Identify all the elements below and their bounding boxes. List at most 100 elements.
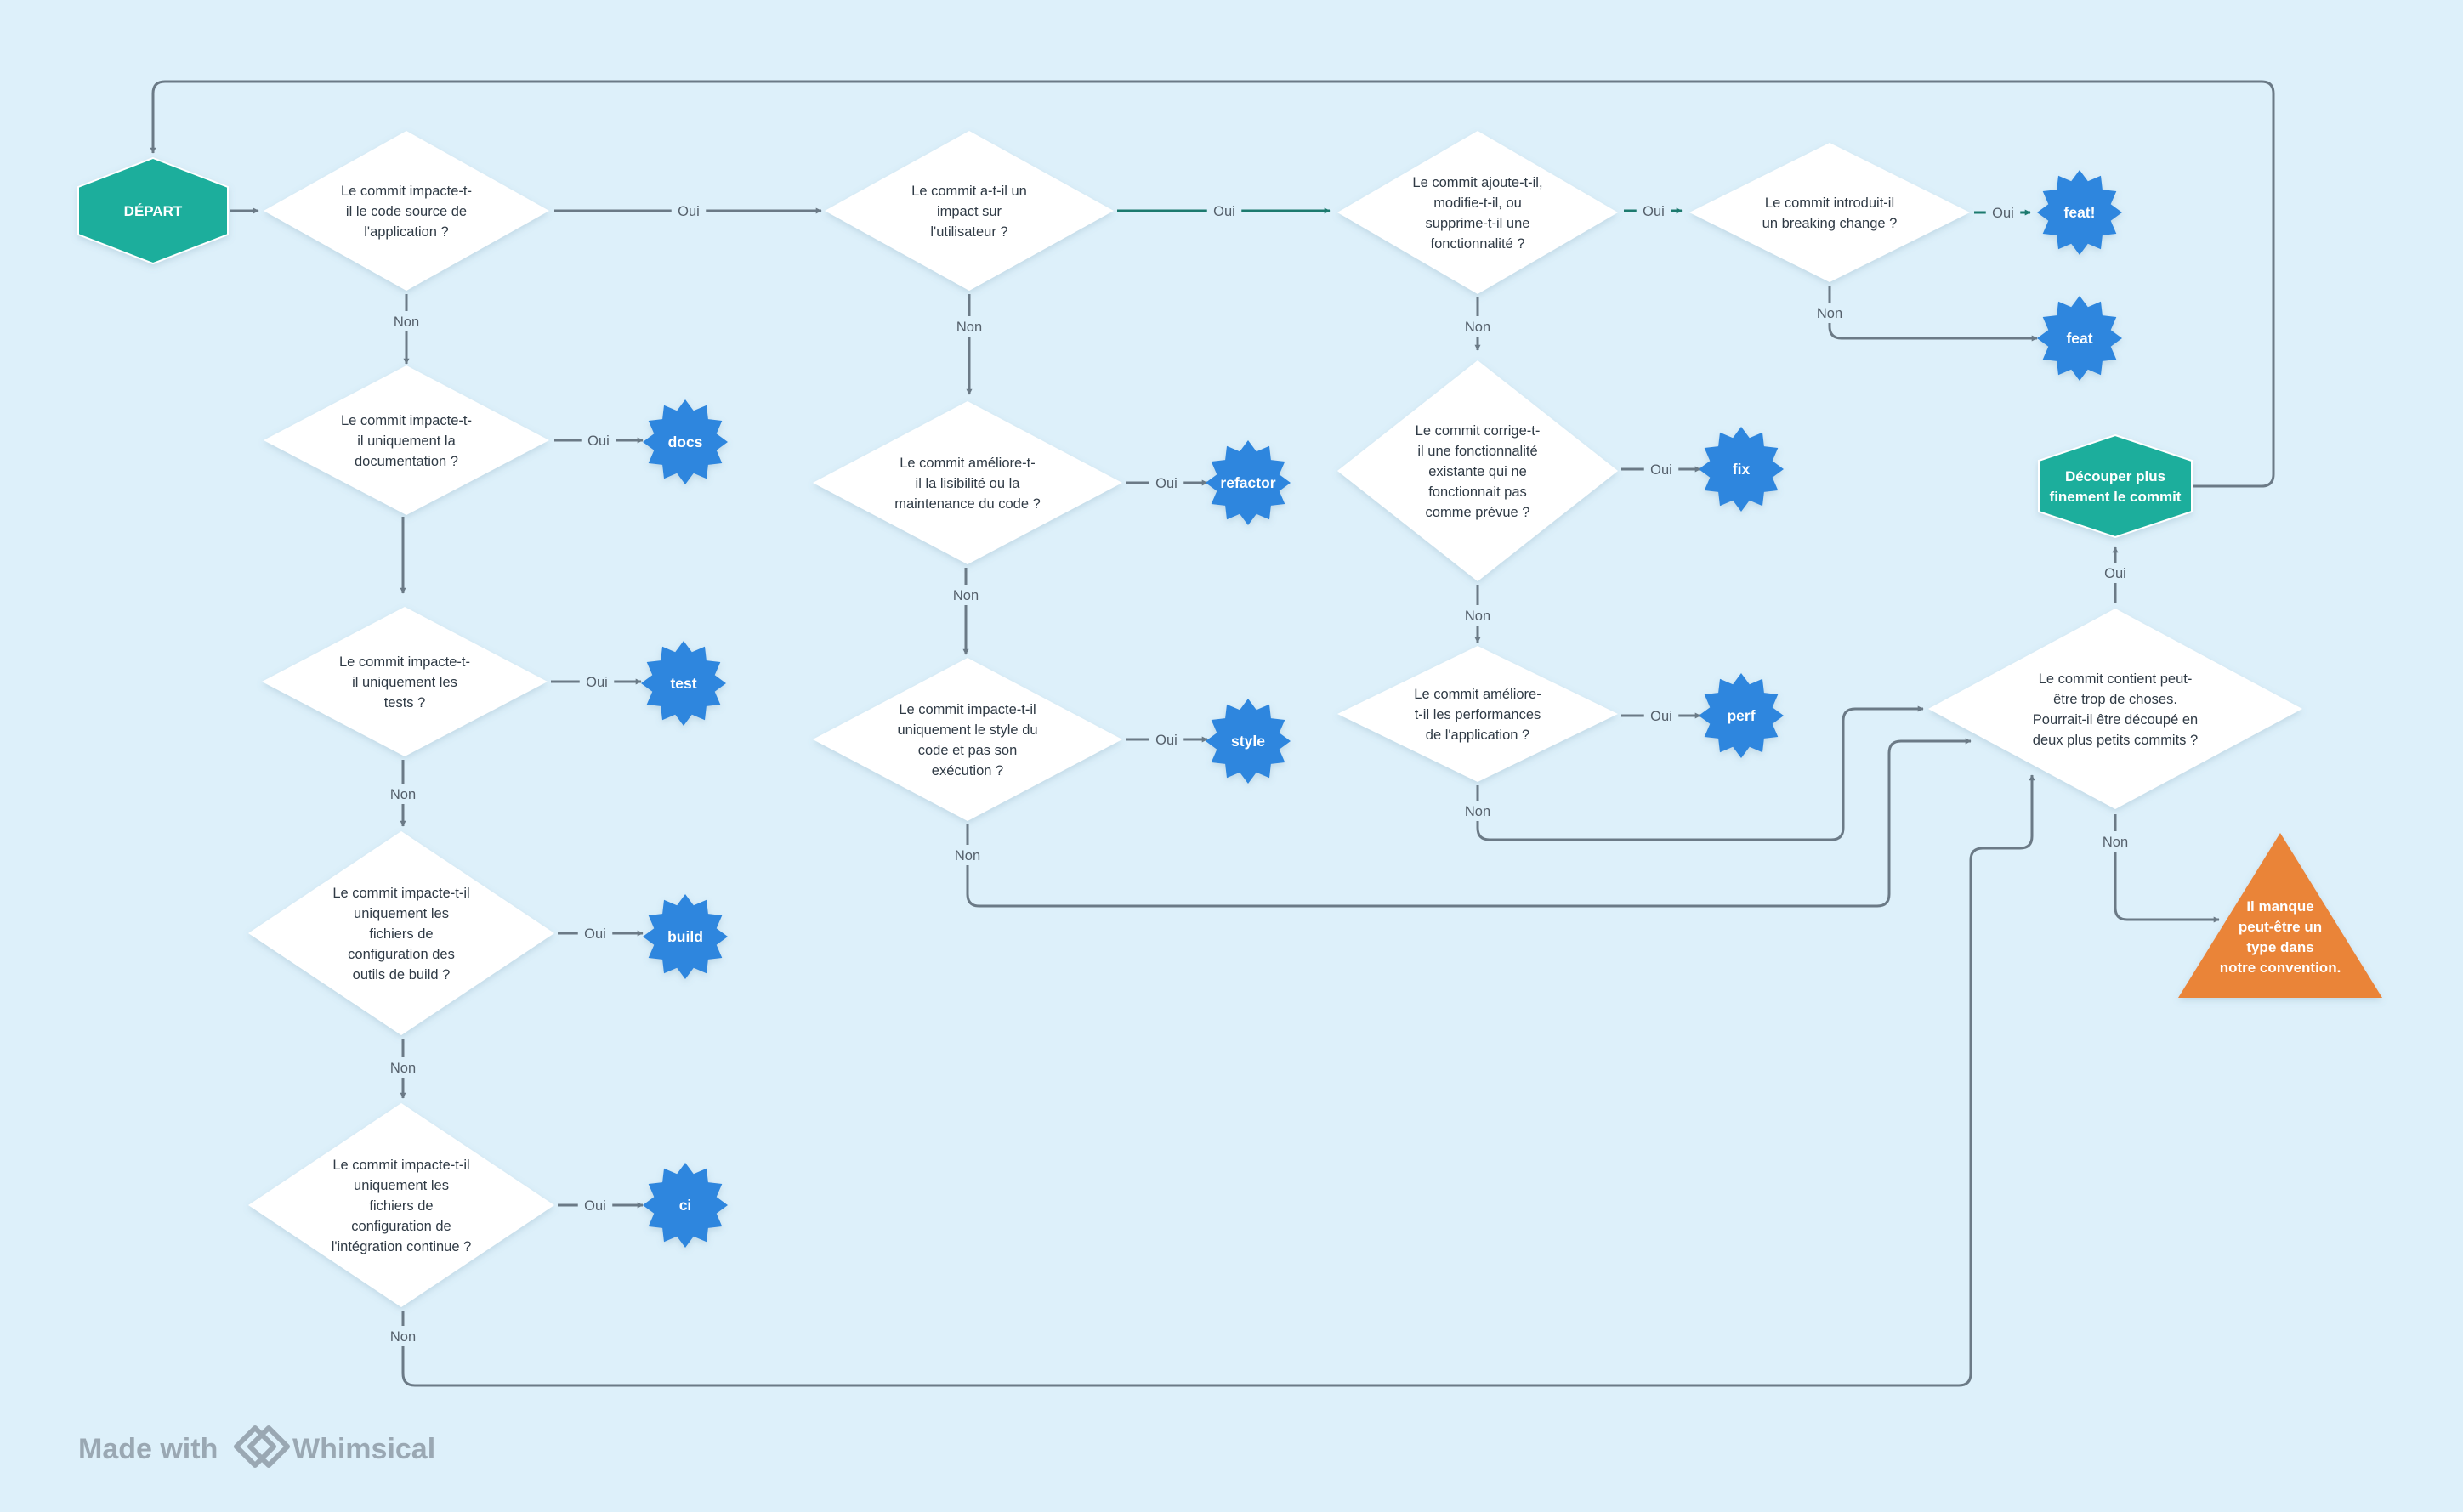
badge-shape bbox=[1699, 427, 1784, 512]
decision-fix[interactable]: Le commit corrige-t-il une fonctionnalit… bbox=[1337, 360, 1618, 581]
edge-label-bg bbox=[1643, 459, 1679, 479]
decision-source[interactable]: Le commit impacte-t-il le code source de… bbox=[264, 131, 549, 291]
badge-label: style bbox=[1231, 733, 1265, 750]
type-badge-fix[interactable]: fix bbox=[1699, 427, 1784, 512]
edge-label-bg bbox=[577, 923, 613, 943]
decision-text-line: uniquement les bbox=[354, 1178, 449, 1193]
edge-label-bg bbox=[1985, 202, 2021, 223]
badge-shape bbox=[643, 1163, 728, 1248]
edge-label-bg bbox=[1460, 801, 1495, 821]
decision-text-line: de l'application ? bbox=[1426, 728, 1529, 743]
edge-label-yes: Oui bbox=[1155, 733, 1178, 748]
edge-label-no: Non bbox=[956, 320, 982, 335]
edge-label-bg bbox=[671, 201, 707, 221]
edge-label-no: Non bbox=[2103, 835, 2128, 850]
decision-tests[interactable]: Le commit impacte-t-il uniquement les tes… bbox=[262, 607, 548, 756]
decision-text-line: être trop de choses. bbox=[2053, 692, 2177, 707]
connector-23 bbox=[1476, 705, 1924, 841]
decision-docs[interactable]: Le commit impacte-t-il uniquement la docu… bbox=[264, 365, 549, 515]
type-badge-test[interactable]: test bbox=[641, 641, 726, 726]
watermark-brand: Whimsical bbox=[292, 1433, 435, 1465]
badge-label: test bbox=[670, 675, 696, 692]
decision-shape bbox=[1337, 360, 1618, 581]
type-badge-style[interactable]: style bbox=[1206, 699, 1291, 784]
decision-text-line: deux plus petits commits ? bbox=[2033, 733, 2198, 748]
edge-label-bg bbox=[385, 1326, 421, 1346]
edge-label-bg bbox=[1812, 303, 1847, 323]
warning-label-line: type dans bbox=[2246, 939, 2313, 955]
edge-label-bg bbox=[2097, 831, 2133, 852]
nodes: DÉPART Le commit impacte-t-il le code sou… bbox=[77, 131, 2382, 1307]
decision-perf[interactable]: Le commit améliore-t-il les performances… bbox=[1337, 646, 1618, 782]
edge-label-no: Non bbox=[390, 1329, 416, 1345]
decision-text-line: code et pas son bbox=[918, 743, 1018, 758]
edge-label-no: Non bbox=[390, 787, 416, 802]
decision-text-line: il le code source de bbox=[346, 204, 467, 219]
type-badge-docs[interactable]: docs bbox=[643, 399, 728, 484]
decision-text-line: existante qui ne bbox=[1428, 464, 1527, 479]
decision-text-line: fichiers de bbox=[369, 1198, 433, 1214]
badge-shape bbox=[2037, 296, 2122, 381]
decision-text-line: fonctionnait pas bbox=[1428, 484, 1527, 500]
edge-label-bg bbox=[1460, 605, 1495, 626]
start-node[interactable]: DÉPART bbox=[77, 156, 229, 265]
decision-text-line: il uniquement les bbox=[352, 675, 457, 690]
decision-text-line: configuration des bbox=[348, 947, 455, 962]
warning-label-line: notre convention. bbox=[2220, 960, 2341, 976]
connector-22 bbox=[1828, 286, 2038, 342]
decision-text-line: l'intégration continue ? bbox=[332, 1239, 472, 1254]
decision-shape bbox=[825, 131, 1114, 291]
decision-text-line: l'application ? bbox=[364, 224, 448, 240]
decision-text-line: impact sur bbox=[937, 204, 1002, 219]
decision-shape bbox=[1337, 646, 1618, 782]
decision-text-line: Pourrait-il être découpé en bbox=[2033, 712, 2198, 728]
type-badge-ci[interactable]: ci bbox=[643, 1163, 728, 1248]
decision-shape bbox=[1689, 143, 1970, 282]
decision-text-line: Le commit corrige-t- bbox=[1416, 423, 1541, 439]
badge-label: feat bbox=[2066, 330, 2092, 347]
decision-shape bbox=[1928, 609, 2302, 809]
decision-text: Le commit améliore-t-il la lisibilité ou… bbox=[894, 456, 1041, 512]
edge-label-bg bbox=[1460, 316, 1495, 337]
decision-split[interactable]: Le commit contient peut-être trop de cho… bbox=[1928, 609, 2302, 809]
badge-shape bbox=[641, 641, 726, 726]
type-badge-feat[interactable]: feat bbox=[2037, 296, 2122, 381]
type-badge-feat-breaking[interactable]: feat! bbox=[2037, 170, 2122, 255]
edge-label-bg bbox=[948, 585, 984, 605]
badge-label: refactor bbox=[1220, 474, 1275, 491]
watermark-prefix: Made with bbox=[78, 1433, 218, 1465]
decision-text-line: Le commit impacte-t- bbox=[339, 654, 470, 670]
decision-text-line: documentation ? bbox=[355, 454, 458, 469]
badge-label: feat! bbox=[2064, 204, 2096, 221]
decision-text-line: Le commit introduit-il bbox=[1765, 195, 1894, 211]
type-badge-perf[interactable]: perf bbox=[1699, 673, 1784, 758]
edge-label-bg bbox=[581, 430, 616, 450]
edge-label-yes: Oui bbox=[586, 675, 608, 690]
edge-label-bg bbox=[389, 311, 424, 331]
decision-shape bbox=[248, 1103, 554, 1307]
decision-text-line: Le commit impacte-t- bbox=[341, 413, 472, 428]
badge-label: ci bbox=[679, 1197, 692, 1214]
decision-text-line: il uniquement la bbox=[357, 433, 456, 449]
type-badge-build[interactable]: build bbox=[643, 894, 728, 979]
type-badge-refactor[interactable]: refactor bbox=[1206, 440, 1291, 525]
decision-refactor[interactable]: Le commit améliore-t-il la lisibilité ou… bbox=[813, 401, 1122, 564]
decision-text-line: tests ? bbox=[384, 695, 426, 711]
edge-label-yes: Oui bbox=[1213, 204, 1235, 219]
decision-text-line: il une fonctionnalité bbox=[1417, 444, 1537, 459]
watermark[interactable]: Made with Whimsical bbox=[78, 1425, 435, 1468]
